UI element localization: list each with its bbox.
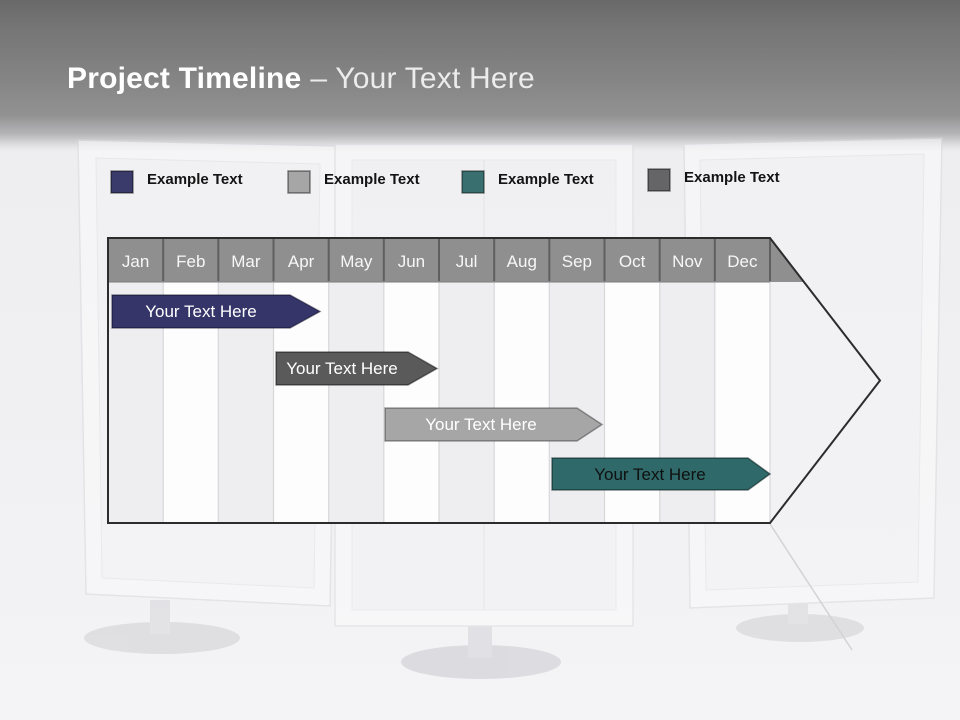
legend-swatch-icon	[110, 170, 134, 194]
month-label: Jan	[122, 252, 149, 271]
timeline-bars: Your Text Here Your Text Here Your Text …	[111, 294, 772, 491]
timeline-bar-3	[384, 407, 604, 442]
month-label: May	[340, 252, 373, 271]
month-label: Sep	[562, 252, 592, 271]
legend-label: Example Text	[498, 171, 594, 188]
monitor-base	[401, 645, 561, 679]
timeline-bar-3-label: Your Text Here	[425, 415, 537, 434]
page-title-bold: Project Timeline	[67, 62, 302, 95]
monitor-base	[736, 614, 864, 642]
legend-label: Example Text	[147, 171, 243, 188]
timeline-bar-4	[551, 457, 772, 491]
timeline-bar-1	[111, 294, 322, 329]
legend-label: Example Text	[324, 171, 420, 188]
page-title: Project Timeline– Your Text Here	[67, 58, 535, 100]
timeline-gantt-chart: Jan Feb Mar Apr May Jun Jul Aug Sep Oct …	[107, 237, 882, 524]
month-label: Feb	[176, 252, 205, 271]
legend-swatch-icon	[461, 170, 485, 194]
month-labels: Jan Feb Mar Apr May Jun Jul Aug Sep Oct …	[122, 252, 758, 271]
month-label: Oct	[619, 252, 646, 271]
timeline-bar-4-label: Your Text Here	[594, 465, 706, 484]
timeline-bar-1-label: Your Text Here	[145, 302, 257, 321]
page-title-light: – Your Text Here	[310, 62, 535, 95]
month-header-dividers	[162, 239, 771, 281]
legend-swatch-icon	[287, 170, 311, 194]
timeline-arrow-outline	[107, 237, 882, 524]
month-label: Jun	[398, 252, 425, 271]
month-header-band	[108, 238, 804, 282]
month-label: Nov	[672, 252, 703, 271]
month-label: Mar	[231, 252, 261, 271]
timeline-bar-2-label: Your Text Here	[286, 359, 398, 378]
title-band	[0, 0, 960, 152]
month-label: Apr	[288, 252, 315, 271]
monitor-base	[84, 622, 240, 654]
legend-swatch-icon	[647, 168, 671, 192]
month-label: Aug	[507, 252, 537, 271]
month-label: Dec	[727, 252, 758, 271]
month-label: Jul	[456, 252, 478, 271]
legend-label: Example Text	[684, 169, 780, 186]
timeline-bar-2	[275, 351, 439, 386]
